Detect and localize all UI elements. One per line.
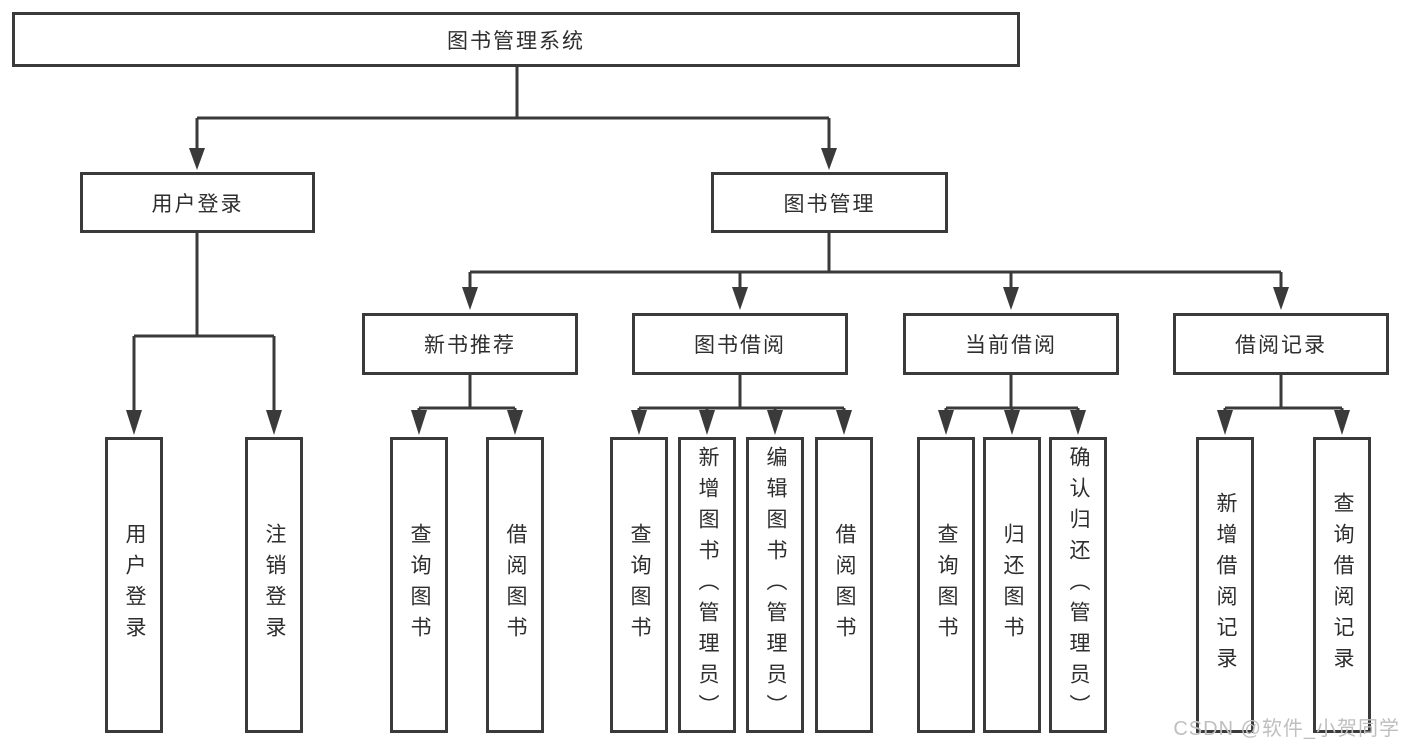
node-current-borrow: 当前借阅 xyxy=(903,313,1119,375)
node-root: 图书管理系统 xyxy=(12,12,1020,67)
leaf-user-login-label: 用户登录 xyxy=(123,523,146,647)
leaf-edit-books-admin-label: 编辑图书（管理员） xyxy=(764,445,787,725)
leaf-query-books-borrow: 查询图书 xyxy=(610,437,668,733)
leaf-logout-login-label: 注销登录 xyxy=(263,523,286,647)
node-book-management: 图书管理 xyxy=(711,172,948,233)
leaf-query-books-recommend: 查询图书 xyxy=(390,437,448,733)
leaf-borrow-books-recommend-label: 借阅图书 xyxy=(504,523,527,647)
node-user-login-label: 用户登录 xyxy=(151,192,244,216)
node-current-borrow-label: 当前借阅 xyxy=(965,334,1057,357)
node-book-borrow: 图书借阅 xyxy=(632,313,848,375)
leaf-query-books-borrow-label: 查询图书 xyxy=(628,523,651,647)
node-book-borrow-label: 图书借阅 xyxy=(694,334,786,357)
leaf-edit-books-admin: 编辑图书（管理员） xyxy=(746,437,804,733)
node-borrow-record: 借阅记录 xyxy=(1173,313,1389,375)
node-root-label: 图书管理系统 xyxy=(447,29,585,53)
node-new-book-recommend: 新书推荐 xyxy=(362,313,578,375)
leaf-query-books-current: 查询图书 xyxy=(917,437,975,733)
node-user-login: 用户登录 xyxy=(80,172,315,233)
leaf-user-login: 用户登录 xyxy=(105,437,163,733)
csdn-watermark: CSDN @软件_小贺同学 xyxy=(1173,718,1400,740)
leaf-add-books-admin-label: 新增图书（管理员） xyxy=(696,445,719,725)
leaf-add-books-admin: 新增图书（管理员） xyxy=(678,437,736,733)
leaf-add-borrow-record-label: 新增借阅记录 xyxy=(1214,492,1237,678)
node-borrow-record-label: 借阅记录 xyxy=(1235,334,1327,357)
leaf-query-books-current-label: 查询图书 xyxy=(935,523,958,647)
leaf-borrow-books-recommend: 借阅图书 xyxy=(486,437,544,733)
leaf-add-borrow-record: 新增借阅记录 xyxy=(1196,437,1254,733)
leaf-confirm-return-admin-label: 确认归还（管理员） xyxy=(1067,445,1090,725)
node-new-book-recommend-label: 新书推荐 xyxy=(424,334,516,357)
leaf-return-books-label: 归还图书 xyxy=(1001,523,1024,647)
arrowheads xyxy=(126,148,1350,435)
leaf-confirm-return-admin: 确认归还（管理员） xyxy=(1049,437,1107,733)
leaf-borrow-books-label: 借阅图书 xyxy=(833,523,856,647)
leaf-borrow-books: 借阅图书 xyxy=(815,437,873,733)
connector-paths xyxy=(132,67,1344,413)
leaf-logout-login: 注销登录 xyxy=(245,437,303,733)
leaf-return-books: 归还图书 xyxy=(983,437,1041,733)
leaf-query-borrow-record-label: 查询借阅记录 xyxy=(1331,492,1354,678)
leaf-query-borrow-record: 查询借阅记录 xyxy=(1313,437,1371,733)
leaf-query-books-recommend-label: 查询图书 xyxy=(408,523,431,647)
node-book-management-label: 图书管理 xyxy=(783,192,876,216)
